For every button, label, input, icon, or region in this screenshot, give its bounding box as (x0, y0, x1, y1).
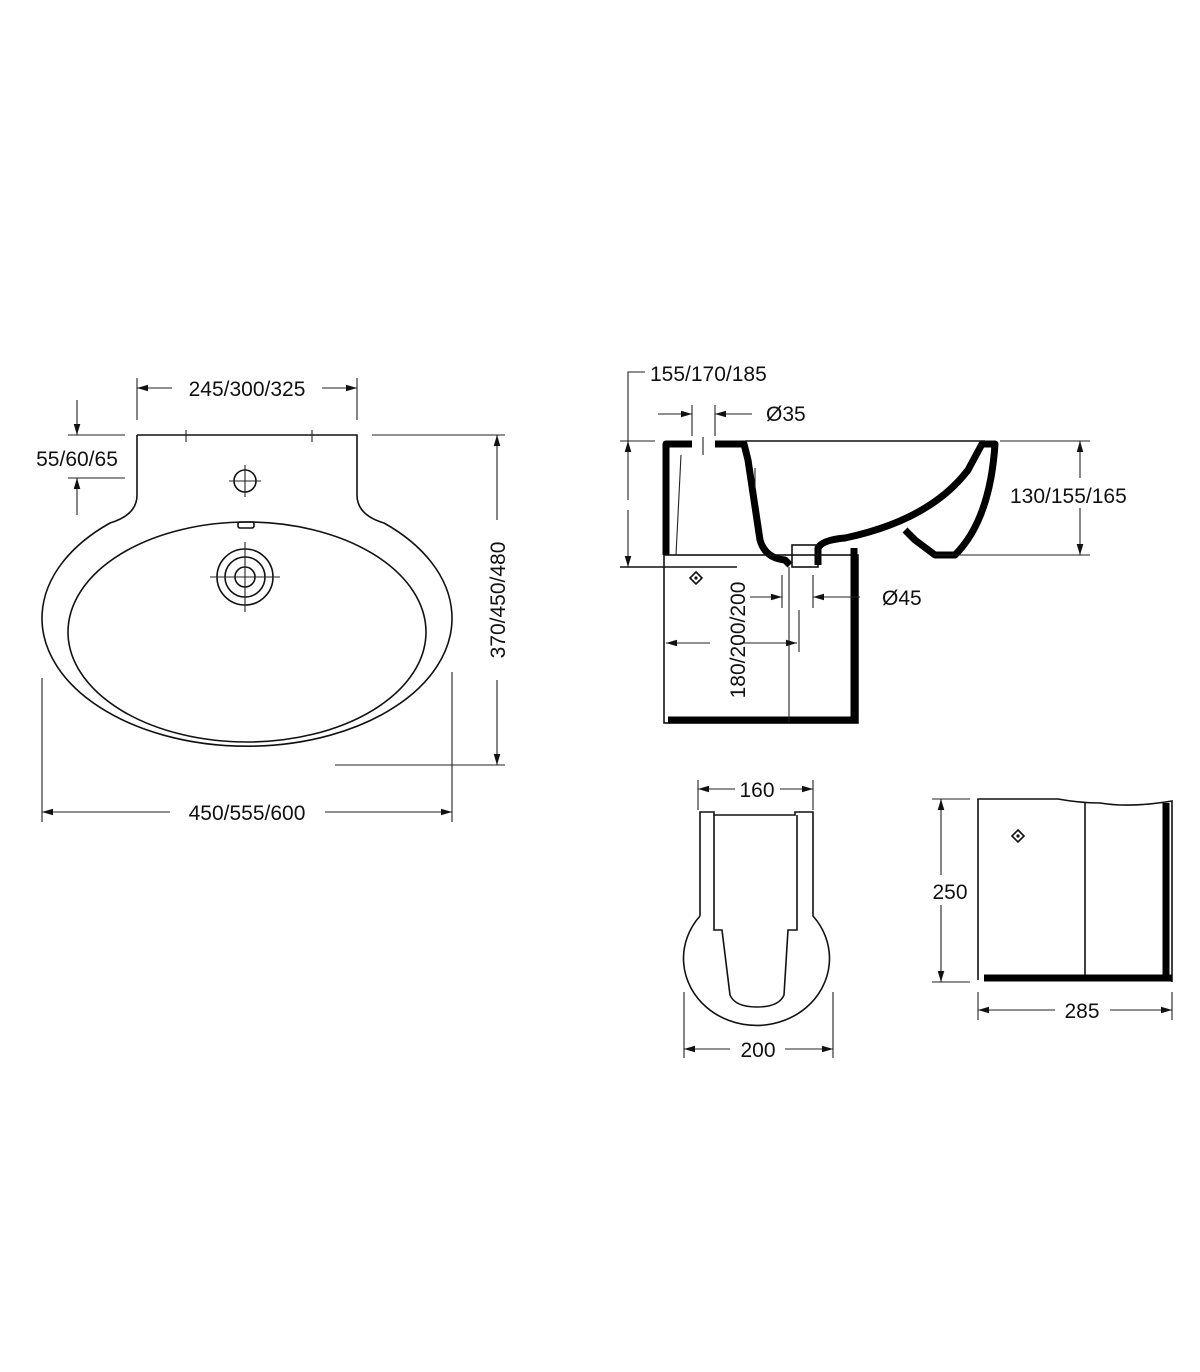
basin-top-view (41, 430, 453, 747)
dim-label: 180/200/200 (727, 582, 750, 699)
dim-tap-deck-depth: 55/60/65 (36, 400, 125, 515)
dim-waste-diameter: Ø45 (750, 575, 922, 610)
dim-overall-depth: 370/450/480 (335, 434, 510, 766)
dim-label: 285 (1064, 1000, 1099, 1023)
dim-label: Ø45 (882, 587, 922, 610)
dim-label: 245/300/325 (189, 378, 306, 401)
fixing-point-icon (1010, 828, 1026, 844)
dim-tap-offset: 155/170/185 (620, 363, 767, 567)
drain-hole-icon (210, 542, 280, 612)
dim-tap-hole-diameter: Ø35 (658, 403, 806, 436)
dim-width-tap-deck: 245/300/325 (136, 378, 358, 420)
basin-side-section (620, 437, 999, 724)
pedestal-side-view (977, 798, 1173, 982)
dim-label: 450/555/600 (189, 802, 306, 825)
dim-label: 250 (932, 881, 967, 904)
dim-label: 200 (740, 1039, 775, 1062)
dim-bowl-height: 130/155/165 (935, 440, 1127, 556)
dim-label: 155/170/185 (650, 363, 767, 386)
dim-pedestal-top-width: 160 (697, 779, 814, 810)
dim-waste-offset: 180/200/200 (666, 582, 800, 699)
dim-overall-width: 450/555/600 (41, 672, 453, 825)
dim-label: 130/155/165 (1010, 485, 1127, 508)
dim-label: Ø35 (766, 403, 806, 426)
dim-label: 55/60/65 (36, 448, 118, 471)
dim-label: 160 (739, 779, 774, 802)
dim-pedestal-height: 250 (932, 798, 970, 983)
pedestal-front-view (682, 811, 831, 1027)
fixing-point-icon (688, 570, 704, 586)
dim-label: 370/450/480 (487, 542, 510, 659)
dim-pedestal-depth: 285 (977, 992, 1173, 1023)
tap-hole-icon (229, 465, 261, 497)
dim-pedestal-base-width: 200 (683, 992, 834, 1062)
